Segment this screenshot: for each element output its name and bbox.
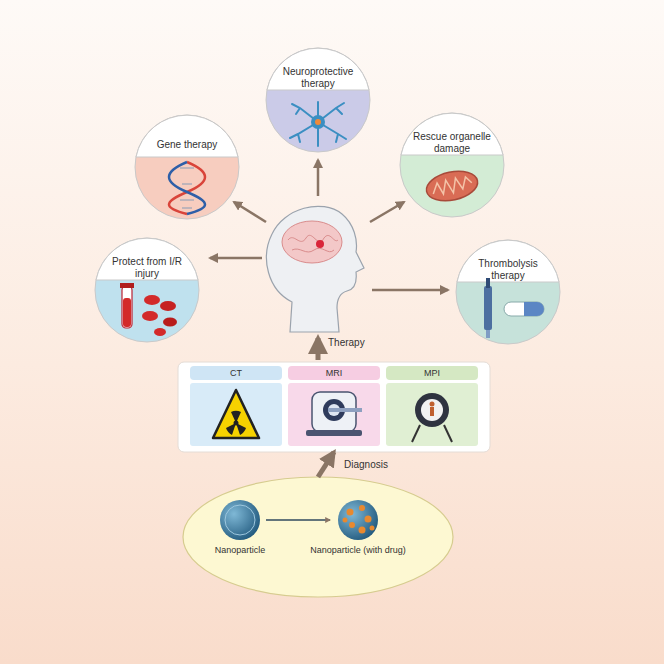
imaging-panel-box: CT MRI MPI [178, 362, 490, 452]
modality-tag: CT [190, 366, 282, 380]
dna-icon [169, 162, 205, 214]
imaging-card: CT [190, 366, 282, 446]
neuron-icon [290, 102, 346, 146]
therapy-circle: Thrombolysis therapy [456, 240, 560, 344]
diagnosis-arrow [318, 452, 334, 477]
circle-label: Thrombolysis therapy [468, 256, 548, 284]
therapy-circle: Rescue organelle damage [400, 113, 504, 217]
imaging-card: MRI [288, 366, 380, 446]
circle-label: Protect from I/R injury [107, 254, 187, 282]
head-illustration [266, 206, 364, 332]
nanoparticle-ellipse: NanoparticleNanoparticle (with drug) [183, 477, 453, 597]
radiation-icon [213, 390, 259, 438]
nanoparticle-label: Nanoparticle (with drug) [298, 545, 418, 556]
therapy-label: Protect from I/R injury [107, 256, 187, 280]
circle-label: Rescue organelle damage [412, 129, 492, 157]
therapy-circles [95, 48, 560, 344]
circle-label: Neuroprotective therapy [278, 64, 358, 92]
imaging-card: MPI [386, 366, 478, 446]
therapy-circle: Gene therapy [135, 115, 239, 219]
mri-scanner-icon [306, 392, 362, 436]
circle-label: Gene therapy [147, 131, 227, 159]
therapy-arrow [316, 338, 321, 360]
thrombolysis-icon [484, 278, 544, 338]
nanoparticle-zone [183, 477, 453, 597]
mitochondrion-icon [424, 167, 481, 205]
step-label: Therapy [328, 337, 365, 349]
edge-label: Diagnosis [344, 459, 388, 471]
modality-tag: MRI [288, 366, 380, 380]
therapy-arrows [210, 160, 448, 290]
blood-sample-icon [120, 283, 177, 336]
modality-tag: MPI [386, 366, 478, 380]
therapy-label: Rescue organelle damage [412, 131, 492, 155]
therapy-label: Neuroprotective therapy [278, 66, 358, 90]
mpi-scanner-icon [412, 393, 452, 442]
therapy-circle: Protect from I/R injury [95, 238, 199, 342]
imaging-panel [178, 362, 490, 452]
therapy-circle: Neuroprotective therapy [266, 48, 370, 152]
nanoparticle-label: Nanoparticle [180, 545, 300, 556]
therapy-label: Gene therapy [157, 139, 218, 151]
therapy-label: Thrombolysis therapy [468, 258, 548, 282]
